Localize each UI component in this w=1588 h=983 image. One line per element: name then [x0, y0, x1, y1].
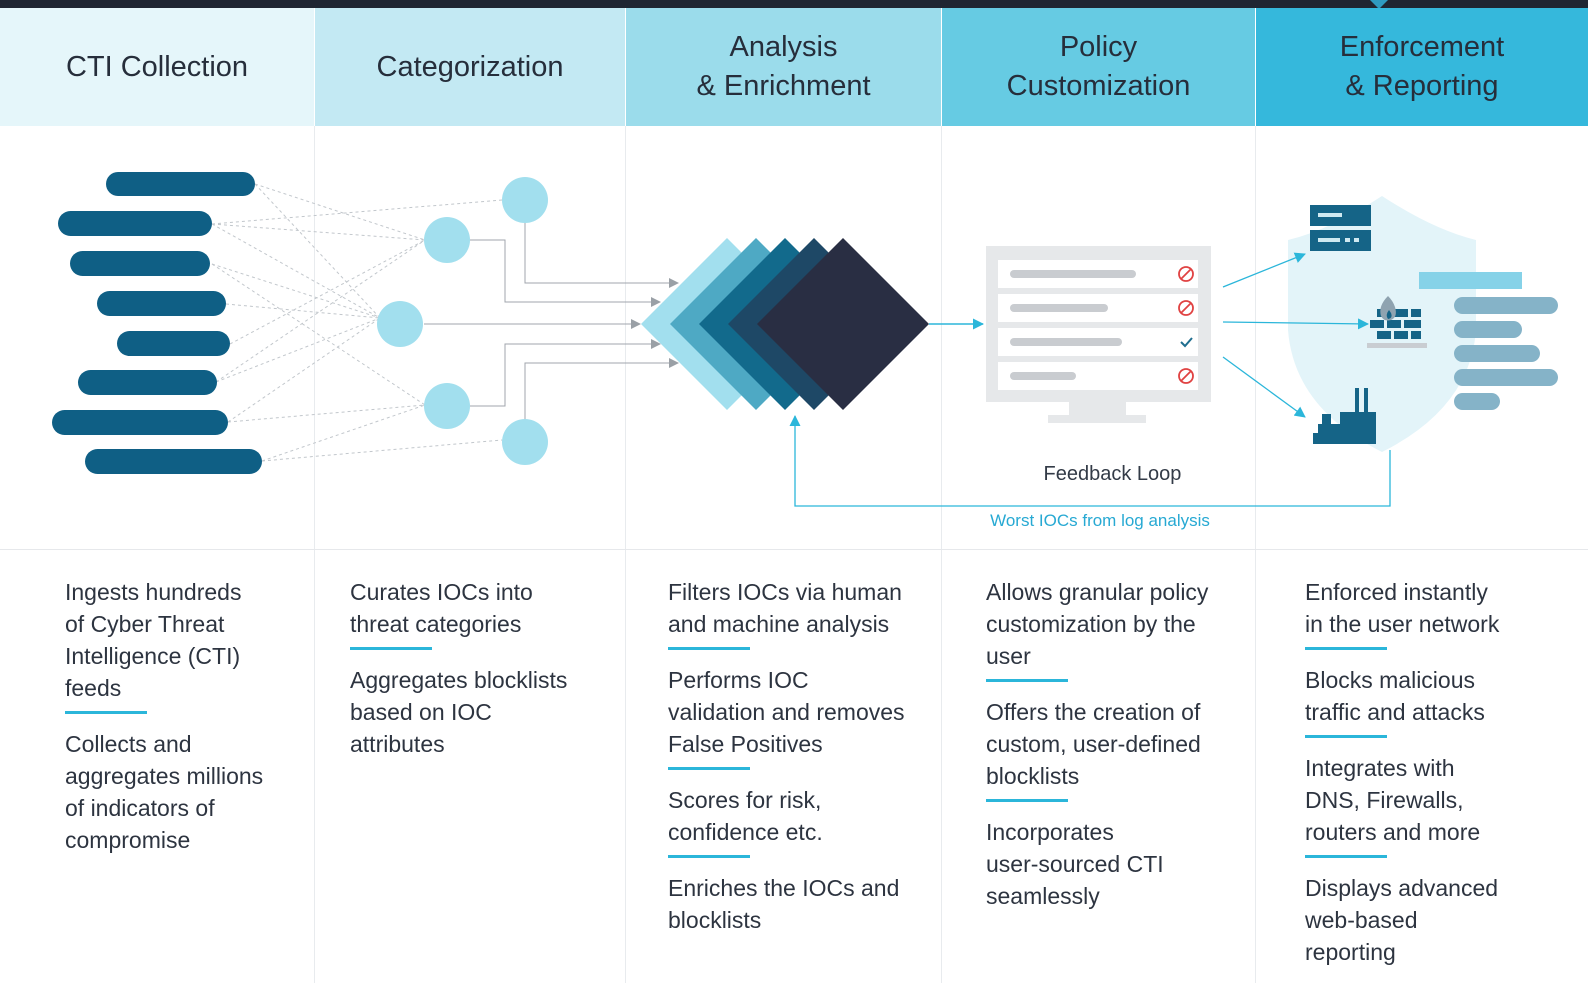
bullet-separator: [65, 711, 147, 714]
description-bullet: Blocks malicious traffic and attacks: [1305, 667, 1485, 725]
category-nodes: [377, 177, 548, 465]
report-bars: [1454, 297, 1558, 410]
description-bullet: Allows granular policy customization by …: [986, 579, 1209, 669]
bullet-separator: [668, 647, 750, 650]
feed-bar: [106, 172, 255, 196]
bullet-separator: [1305, 647, 1387, 650]
description-bullet: Scores for risk, confidence etc.: [668, 787, 823, 845]
diamond-5: [757, 238, 929, 410]
bullet-separator: [350, 647, 432, 650]
header-enforcement-reporting: Enforcement & Reporting: [1256, 8, 1588, 126]
feedback-loop-label: Feedback Loop: [1043, 463, 1182, 485]
feed-bar: [70, 251, 210, 276]
block-icon: [1178, 266, 1194, 282]
feed-bar: [85, 449, 262, 474]
header-policy-customization: Policy Customization: [942, 8, 1255, 126]
desc-analysis-enrichment: Filters IOCs via human and machine analy…: [668, 576, 938, 936]
top-bar: [0, 0, 1588, 9]
pipeline-diagram: [52, 172, 1558, 507]
desc-categorization: Curates IOCs into threat categories Aggr…: [350, 576, 615, 760]
description-bullet: Aggregates blocklists based on IOC attri…: [350, 667, 568, 757]
category-node: [424, 383, 470, 429]
category-node: [424, 217, 470, 263]
category-node: [377, 301, 423, 347]
bullet-separator: [668, 767, 750, 770]
desc-policy-customization: Allows granular policy customization by …: [986, 576, 1251, 912]
desc-cti-collection: Ingests hundreds of Cyber Threat Intelli…: [65, 576, 305, 856]
description-bullet: Displays advanced web-based reporting: [1305, 875, 1499, 965]
description-bullet: Filters IOCs via human and machine analy…: [668, 579, 902, 637]
feed-bar: [58, 211, 212, 236]
feed-connectors: [211, 183, 503, 462]
description-bullet: Offers the creation of custom, user-defi…: [986, 699, 1201, 789]
description-bullet: Enriches the IOCs and blocklists: [668, 875, 900, 933]
feed-bar: [52, 410, 228, 435]
feed-bar: [117, 331, 230, 356]
monitor-icon: [986, 246, 1211, 423]
description-bullet: Enforced instantly in the user network: [1305, 579, 1500, 637]
bullet-separator: [1305, 735, 1387, 738]
header-title: Analysis & Enrichment: [696, 31, 871, 102]
header-title: Policy Customization: [1006, 31, 1191, 102]
description-bullet: Performs IOC validation and removes Fals…: [668, 667, 905, 757]
bullet-separator: [1305, 855, 1387, 858]
column-divider: [941, 126, 942, 983]
header-categorization: Categorization: [315, 8, 625, 126]
column-divider: [1255, 126, 1256, 983]
enforcement-arrows: [1222, 252, 1369, 418]
desc-enforcement-reporting: Enforced instantly in the user network B…: [1305, 576, 1580, 968]
feedback-loop-line: [789, 415, 1391, 507]
worst-iocs-label: Worst IOCs from log analysis: [990, 511, 1210, 530]
header-title: Enforcement & Reporting: [1339, 31, 1505, 102]
category-node: [502, 177, 548, 223]
description-bullet: Collects and aggregates millions of indi…: [65, 731, 264, 853]
column-divider: [314, 126, 315, 983]
header-title: CTI Collection: [65, 50, 249, 83]
column-divider: [625, 126, 626, 983]
bullet-separator: [986, 799, 1068, 802]
category-connectors: [424, 222, 679, 422]
router-icon: [1313, 388, 1376, 444]
feed-bar: [78, 370, 217, 395]
analysis-diamonds: [641, 238, 929, 410]
firewall-icon: [1367, 296, 1427, 348]
block-icon: [1178, 300, 1194, 316]
top-notch: [1370, 0, 1388, 9]
description-bullet: Ingests hundreds of Cyber Threat Intelli…: [65, 579, 242, 701]
block-icon: [1178, 368, 1194, 384]
cti-feeds: [52, 172, 262, 474]
header-analysis-enrichment: Analysis & Enrichment: [626, 8, 941, 126]
report-header-bar: [1419, 272, 1522, 289]
header-cti-collection: CTI Collection: [0, 8, 314, 126]
description-bullet: Incorporates user-sourced CTI seamlessly: [986, 819, 1164, 909]
description-bullet: Integrates with DNS, Firewalls, routers …: [1305, 755, 1481, 845]
feed-bar: [97, 291, 226, 316]
server-icon: [1310, 205, 1371, 251]
bullet-separator: [986, 679, 1068, 682]
check-icon: [1180, 337, 1193, 348]
description-bullet: Curates IOCs into threat categories: [350, 579, 533, 637]
category-node: [502, 419, 548, 465]
bullet-separator: [668, 855, 750, 858]
header-title: Categorization: [376, 50, 564, 83]
section-divider: [0, 549, 1588, 550]
